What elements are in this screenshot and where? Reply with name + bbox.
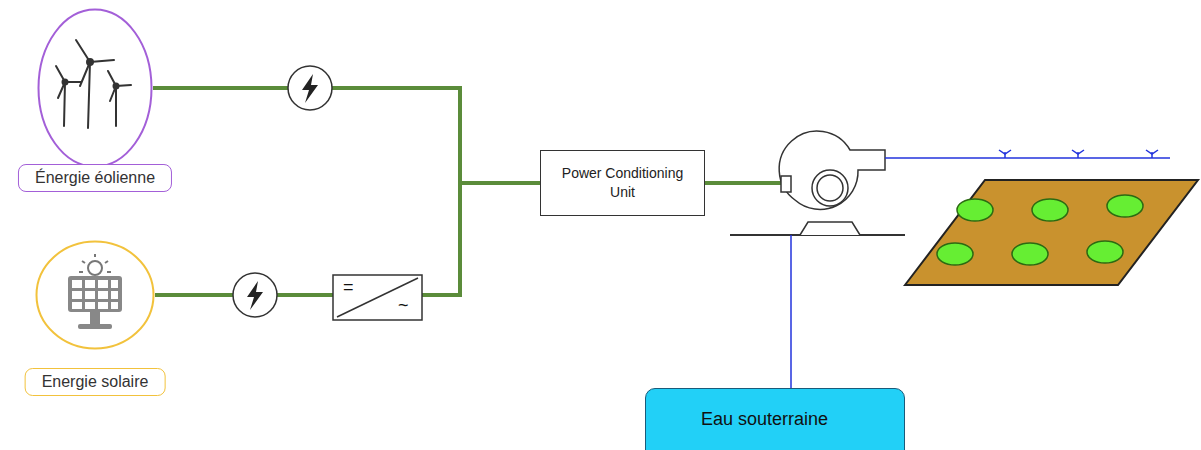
- energy-source: Énergie éolienne: [37, 8, 153, 168]
- pump-symbol: [730, 131, 905, 235]
- source-circle: [37, 8, 153, 168]
- inverter-sign: ~: [398, 296, 409, 314]
- process-box: Power Conditioning Unit: [540, 150, 705, 216]
- meter-symbol: [288, 66, 332, 110]
- wind-turbine-icon: [56, 40, 131, 128]
- power-line: [153, 88, 540, 183]
- inverter-symbol: [333, 275, 422, 320]
- power-line: [155, 183, 540, 295]
- crop-field: [905, 180, 1198, 285]
- energy-source: Energie solaire: [35, 240, 155, 350]
- source-label: Énergie éolienne: [18, 164, 172, 192]
- box-label: Eau souterraine: [701, 409, 894, 430]
- water-source-box: Eau souterraine: [645, 388, 905, 450]
- source-label: Energie solaire: [25, 368, 166, 396]
- solar-panel-icon: [68, 254, 122, 329]
- power-wire: [705, 181, 782, 185]
- meter-symbol: [233, 273, 277, 317]
- box-label: Power Conditioning Unit: [551, 164, 694, 202]
- inverter-sign: =: [343, 278, 354, 296]
- source-circle: [35, 240, 155, 350]
